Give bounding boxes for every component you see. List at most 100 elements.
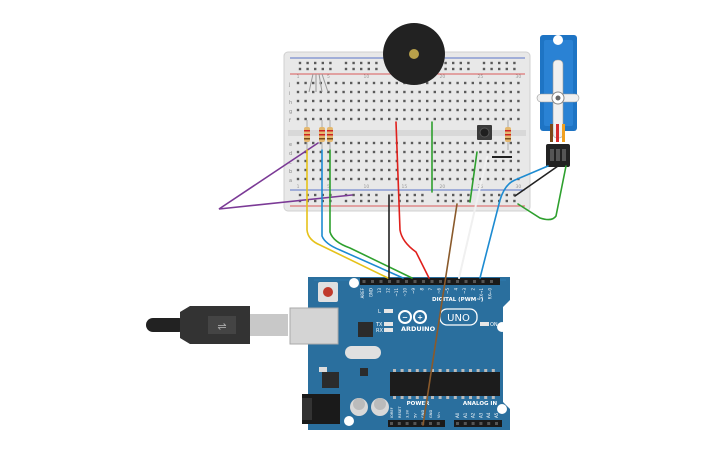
column-number: 20 [440,74,446,80]
wire-green-rgb[interactable] [329,149,413,279]
resistor-1[interactable] [304,120,310,150]
analog-header[interactable] [454,420,502,427]
digital-pin-label: ~3 [462,288,467,294]
voltage-regulator [322,372,339,388]
servo-horn[interactable] [536,59,580,139]
svg-text:−: − [402,314,408,322]
servo-motor[interactable] [536,35,580,167]
row-letter-b: b [289,169,292,175]
column-number: 15 [402,184,408,190]
rgb-led[interactable] [308,73,329,93]
analog-pin-label: A5 [494,412,499,418]
power-pin-label: GND [429,410,433,418]
resistor-2[interactable] [319,120,325,150]
power-pin-label: RESET [398,406,402,418]
breadboard[interactable]: 115510101515202025253030 j i h g f e d c… [283,51,531,212]
digital-pin-label: 8 [420,288,425,291]
piezo-buzzer[interactable] [383,23,445,85]
power-pin-label: GND [421,410,425,418]
tx-label: TX [375,322,383,328]
wire-blue-servo[interactable] [479,165,549,279]
atmega-chip [390,372,500,396]
row-letter-c: c [289,160,292,166]
center-channel [288,130,526,136]
power-header[interactable] [388,420,445,427]
led-on [480,322,489,326]
digital-pin-label: 2 [471,288,476,291]
mount-hole-4 [344,416,354,426]
analog-pin-label: A2 [471,412,476,418]
analog-in-label: ANALOG IN [463,401,498,407]
wire-red[interactable] [395,121,430,279]
usb-symbol-icon: ⇌ [217,320,226,333]
digital-header[interactable] [360,278,500,285]
digital-pwm-label: DIGITAL (PWM~) [432,297,484,303]
atmega-pins [393,369,495,399]
column-number: 30 [516,184,522,190]
mount-hole-3 [497,404,507,414]
servo-mount-hole-top [553,35,563,45]
mount-hole-2 [497,322,507,332]
power-label: POWER [407,401,431,407]
analog-pin-label: A1 [463,412,468,418]
digital-pin-label: TX→1 [479,288,484,301]
row-letter-j: j [288,82,290,88]
column-number: 25 [478,74,484,80]
power-pin-label: IOREF [390,407,394,418]
svg-text:+: + [417,314,423,322]
resistor-4[interactable] [505,120,511,150]
column-number: 5 [327,184,330,190]
power-pin-label: Vin [437,412,441,418]
digital-pin-label: GND [369,288,374,297]
digital-pin-label: ~9 [411,288,416,294]
column-number: 1 [297,184,300,190]
terminal-strip-holes: 115510101515202025253030 [297,74,522,190]
row-letter-h: h [289,100,292,106]
analog-pin-label: A3 [478,412,483,418]
digital-pin-label: ~6 [437,288,442,294]
wire-yellow[interactable] [306,149,389,279]
wire-white[interactable] [458,156,488,279]
analog-pin-label: A4 [486,412,491,418]
row-letter-a: a [289,178,292,184]
digital-pin-label: ~11 [394,288,399,297]
resistor-3[interactable] [327,120,333,150]
l-label: L [378,309,381,315]
digital-pin-label: ~10 [403,288,408,297]
row-letter-f: f [289,118,291,124]
row-letter-e: e [289,142,292,148]
digital-pin-label: AREF [360,287,365,298]
on-label: ON [490,322,498,328]
usb-port[interactable] [289,307,339,345]
wire-green-servo[interactable] [517,165,567,221]
column-number: 30 [516,74,522,80]
arduino-uno-board[interactable]: L TX RX ON − + ARDUINO UNO DIGITAL (PWM~… [289,277,510,430]
wire-brown[interactable] [422,203,458,426]
wire-green-button[interactable] [469,151,478,203]
row-letter-i: i [289,91,290,97]
arduino-logo: − + [398,310,427,324]
small-ic [360,368,368,376]
model-text: UNO [447,313,470,324]
led-rx [384,328,393,332]
usb-cable[interactable]: ⇌ [146,306,288,344]
led-l [384,309,393,313]
power-pin-label: 3.3V [406,409,410,418]
wire-blue-rgb[interactable] [321,149,404,279]
digital-pin-label: 13 [377,288,382,294]
rx-label: RX [376,328,383,334]
wire-black-servo[interactable] [514,165,559,197]
digital-pin-label: 7 [428,288,433,291]
pushbutton[interactable] [477,125,492,140]
crystal-oscillator [345,346,381,359]
wires [218,121,567,426]
digital-pin-label: RX←0 [488,288,493,300]
power-pin-label: 5V [413,413,417,418]
column-number: 20 [440,184,446,190]
row-letter-g: g [289,109,292,115]
